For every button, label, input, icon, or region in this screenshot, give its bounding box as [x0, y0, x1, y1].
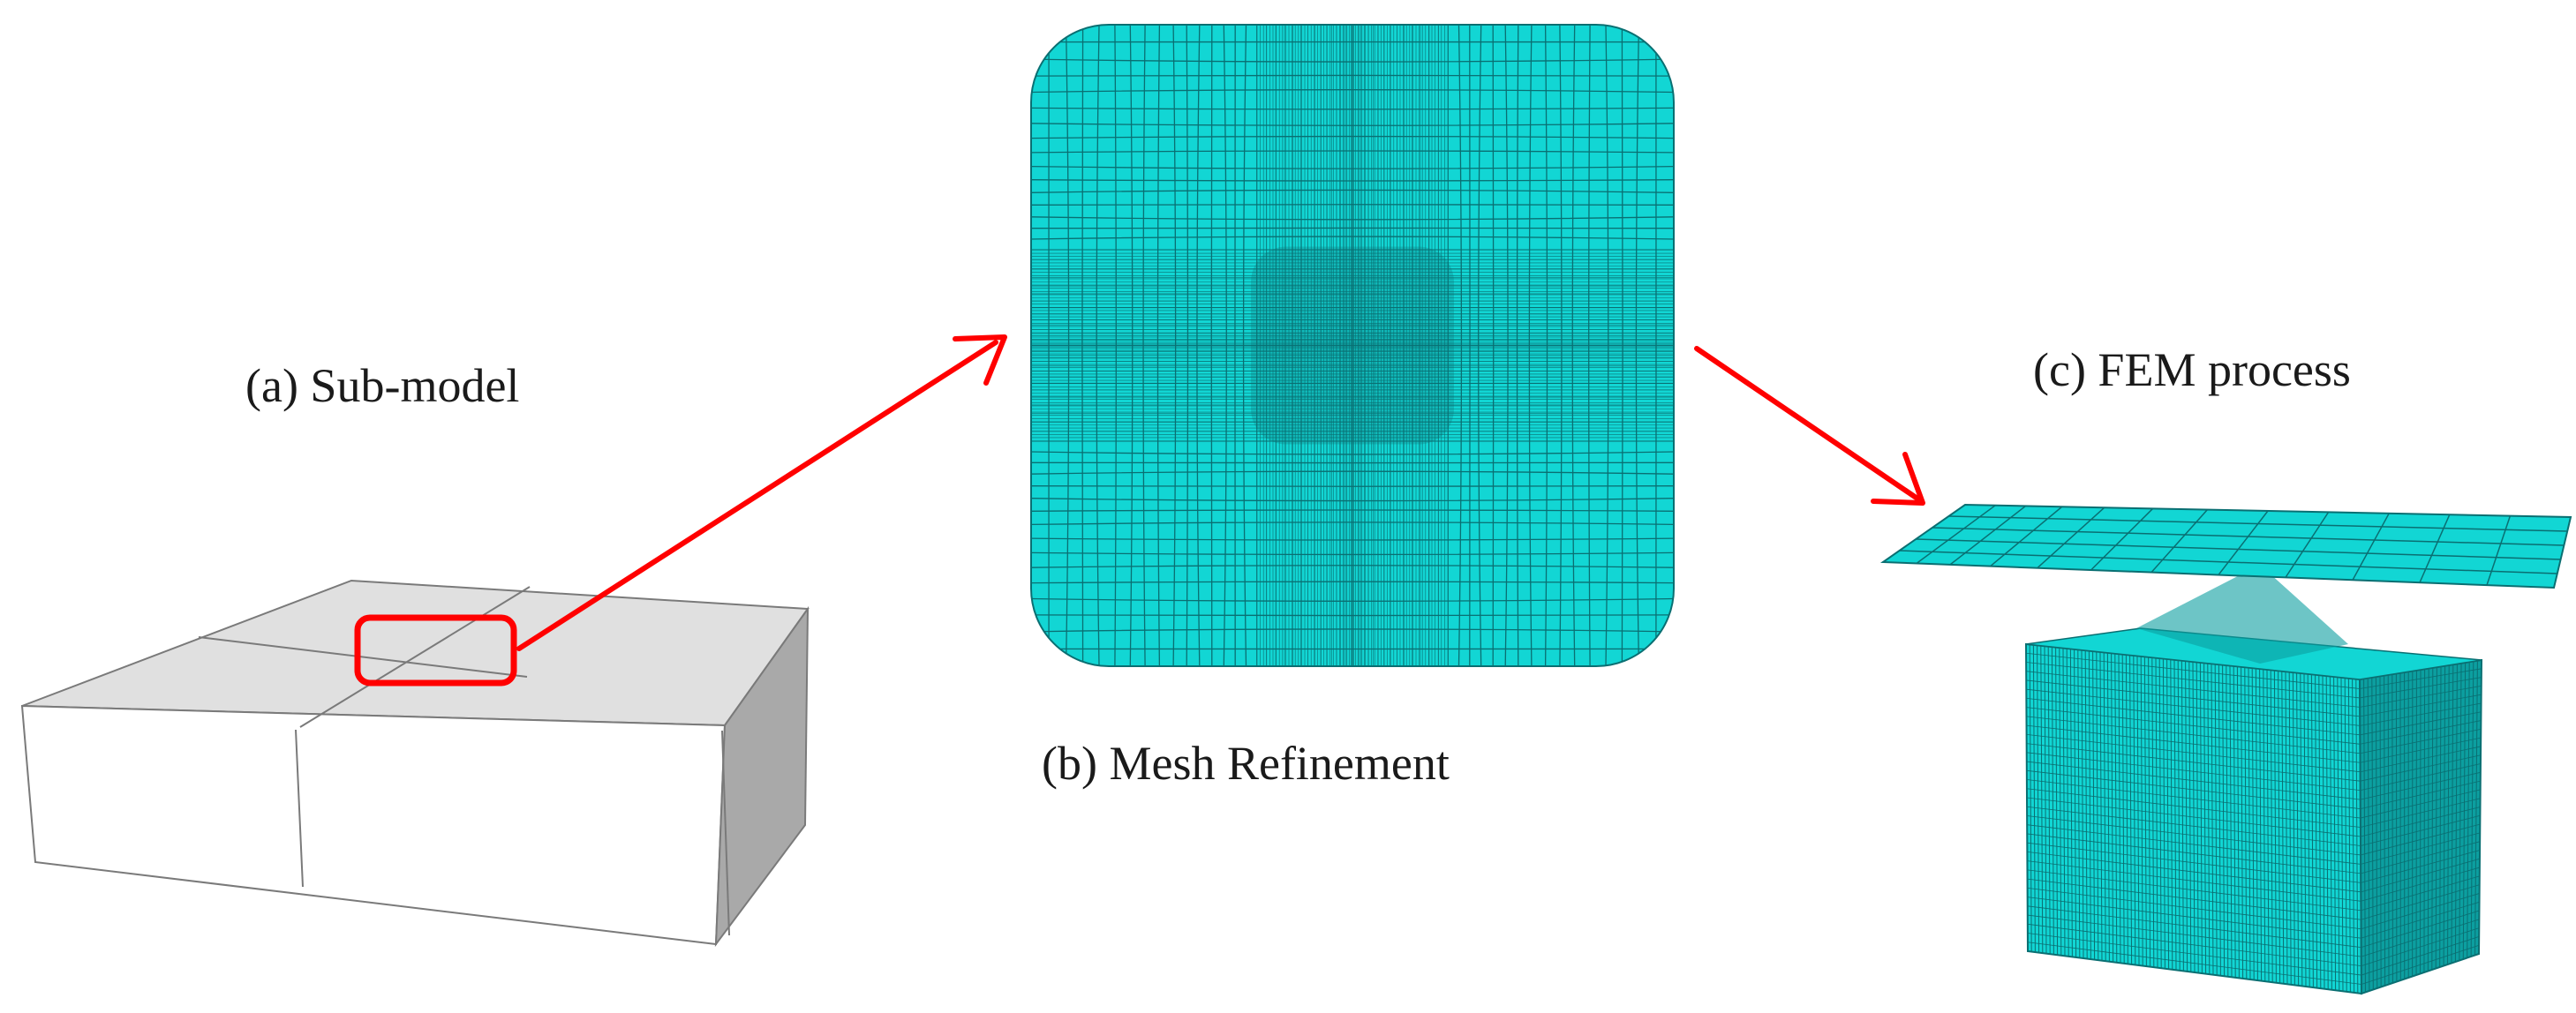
- mesh-refinement-core: [1251, 247, 1454, 445]
- arrow-b-to-c-shaft: [1697, 349, 1917, 499]
- mesh-square: [1028, 22, 1676, 670]
- fem-model: [1883, 505, 2571, 994]
- caption-fem-process: (c) FEM process: [2033, 346, 2351, 394]
- submodel-front-face: [22, 706, 725, 944]
- caption-sub-model: (a) Sub-model: [245, 362, 519, 409]
- submodel-top-face: [22, 581, 808, 725]
- arrow-a-to-b-shaft: [519, 342, 996, 649]
- caption-mesh-refinement: (b) Mesh Refinement: [1042, 739, 1450, 787]
- submodel-box: [22, 581, 808, 944]
